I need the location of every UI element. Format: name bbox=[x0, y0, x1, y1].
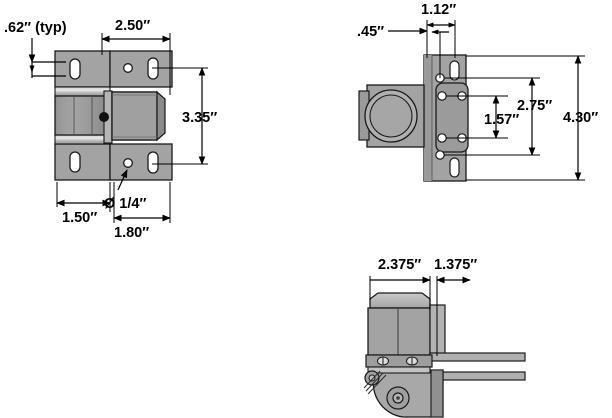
slot-hole bbox=[69, 151, 81, 173]
front-left-leaf-lower bbox=[54, 143, 111, 181]
front-knuckle-band-bottom bbox=[54, 134, 111, 145]
dim-157-group: 1.57″ bbox=[446, 95, 519, 139]
round-hole bbox=[123, 63, 133, 73]
top-base-rail bbox=[365, 354, 433, 368]
dim-157-label: 1.57″ bbox=[484, 112, 519, 128]
dim-hole-group: Ø 1/4″ bbox=[104, 169, 146, 212]
front-left-leaf-upper bbox=[54, 50, 111, 88]
side-view: 1.12″ .45″ 4.30″ 2.75″ 1.57″ bbox=[357, 2, 598, 182]
dim-275-group: 2.75″ bbox=[444, 77, 552, 156]
top-cap bbox=[369, 292, 431, 309]
top-body-block bbox=[367, 307, 431, 356]
front-right-leaf-lower bbox=[109, 143, 173, 181]
dim-112-group: 1.12″ bbox=[421, 2, 456, 58]
side-cylinder bbox=[358, 84, 425, 148]
dim-062-label: .62″ (typ) bbox=[4, 20, 67, 36]
dim-250-label: 2.50″ bbox=[115, 18, 150, 34]
dim-335-group: 3.35″ bbox=[152, 67, 217, 165]
front-boss-block bbox=[111, 90, 166, 142]
dim-045-group: .45″ bbox=[357, 24, 449, 78]
dim-430-group: 4.30″ bbox=[466, 55, 598, 181]
front-right-leaf-upper bbox=[109, 50, 173, 88]
dim-275-label: 2.75″ bbox=[517, 98, 552, 114]
top-extension-arm-lower bbox=[429, 371, 526, 381]
slot-hole bbox=[69, 58, 81, 80]
dim-1375-label: 1.375″ bbox=[434, 257, 477, 273]
dim-2375-label: 2.375″ bbox=[378, 257, 421, 273]
dim-335-label: 3.35″ bbox=[182, 110, 217, 126]
dim-2375-group: 2.375″ bbox=[369, 257, 431, 310]
dim-430-label: 4.30″ bbox=[563, 110, 598, 126]
dim-1375-group: 1.375″ bbox=[434, 257, 477, 356]
top-view: 2.375″ 1.375″ bbox=[363, 257, 526, 418]
slot-hole bbox=[449, 157, 460, 178]
dim-112-label: 1.12″ bbox=[421, 2, 456, 18]
dim-180-label: 1.80″ bbox=[114, 225, 149, 241]
dim-045-label: .45″ bbox=[357, 24, 384, 40]
dim-150-label: 1.50″ bbox=[62, 210, 97, 226]
slot-hole bbox=[147, 151, 159, 174]
round-hole bbox=[437, 133, 447, 143]
front-knuckle-band-top bbox=[54, 86, 111, 97]
dim-250-group: 2.50″ bbox=[101, 18, 171, 95]
cylinder-inner-circle bbox=[369, 94, 413, 138]
dim-hole-label: Ø 1/4″ bbox=[104, 196, 146, 212]
front-view: .62″ (typ) 2.50″ 3.35″ 1.50″ Ø 1/4″ bbox=[4, 18, 217, 241]
round-hole bbox=[435, 150, 445, 160]
round-hole bbox=[437, 91, 447, 101]
dim-150-group: 1.50″ bbox=[56, 182, 111, 226]
dim-062-group: .62″ (typ) bbox=[4, 20, 67, 78]
top-extension-arm-upper bbox=[429, 352, 526, 362]
round-hole bbox=[123, 158, 133, 168]
top-pivot-housing bbox=[363, 366, 444, 418]
slot-hole bbox=[449, 60, 460, 81]
dim-180-group: 1.80″ bbox=[113, 182, 171, 241]
pivot-pin-dot bbox=[99, 112, 109, 122]
